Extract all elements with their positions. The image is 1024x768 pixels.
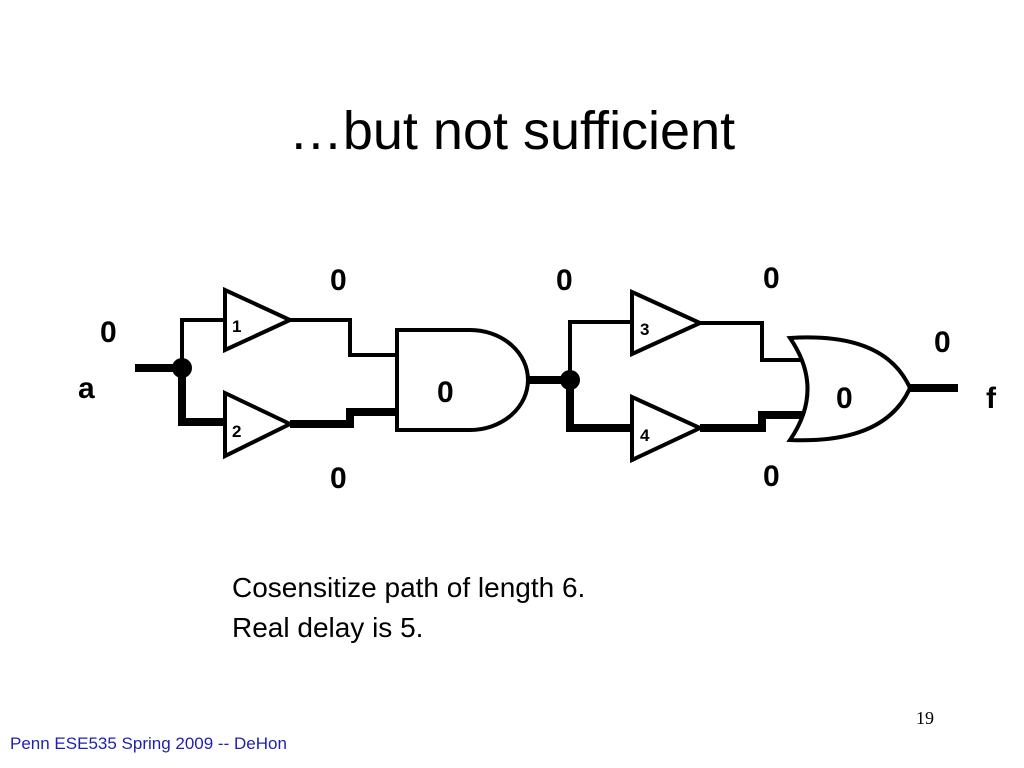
buffer-3 [630, 288, 705, 358]
or-gate-value: 0 [836, 382, 853, 415]
caption-line-1: Cosensitize path of length 6. [232, 572, 586, 603]
slide-caption: Cosensitize path of length 6. Real delay… [232, 568, 585, 648]
buffer-4-number: 4 [640, 426, 650, 445]
output-f-value: 0 [934, 326, 951, 359]
buffer-4-output-value: 0 [763, 460, 780, 493]
caption-line-2: Real delay is 5. [232, 612, 424, 643]
input-a-name: a [78, 372, 95, 405]
and-gate [395, 328, 530, 432]
buffer-2-output-value: 0 [330, 462, 347, 495]
buffer-4 [630, 393, 705, 464]
wire-buffer-3-to-or [700, 321, 805, 362]
and-output-value: 0 [556, 264, 573, 297]
wire-to-buffer-2 [178, 368, 225, 426]
wire-to-buffer-3 [568, 320, 632, 380]
wire-to-buffer-1 [180, 318, 225, 368]
fanout-node-1 [172, 358, 192, 378]
slide-title: …but not sufficient [288, 101, 736, 161]
fanout-node-2 [560, 370, 580, 390]
and-gate-value: 0 [437, 376, 454, 409]
wire-buffer-1-to-and [290, 318, 397, 357]
wire-buffer-4-to-or [700, 411, 805, 432]
output-f-name: f [986, 382, 997, 415]
buffer-3-output-value: 0 [763, 262, 780, 295]
wire-to-buffer-4 [566, 380, 632, 432]
buffer-1 [223, 286, 295, 354]
slide-footer: Penn ESE535 Spring 2009 -- DeHon [10, 734, 287, 753]
wire-buffer-2-to-and [290, 408, 397, 428]
or-gate [786, 335, 913, 443]
buffer-3-number: 3 [640, 320, 649, 339]
buffer-2 [223, 389, 295, 460]
buffer-2-number: 2 [232, 422, 241, 441]
buffer-1-output-value: 0 [330, 264, 347, 297]
buffer-1-number: 1 [232, 317, 241, 336]
page-number: 19 [916, 708, 934, 728]
input-a-value: 0 [100, 316, 117, 349]
